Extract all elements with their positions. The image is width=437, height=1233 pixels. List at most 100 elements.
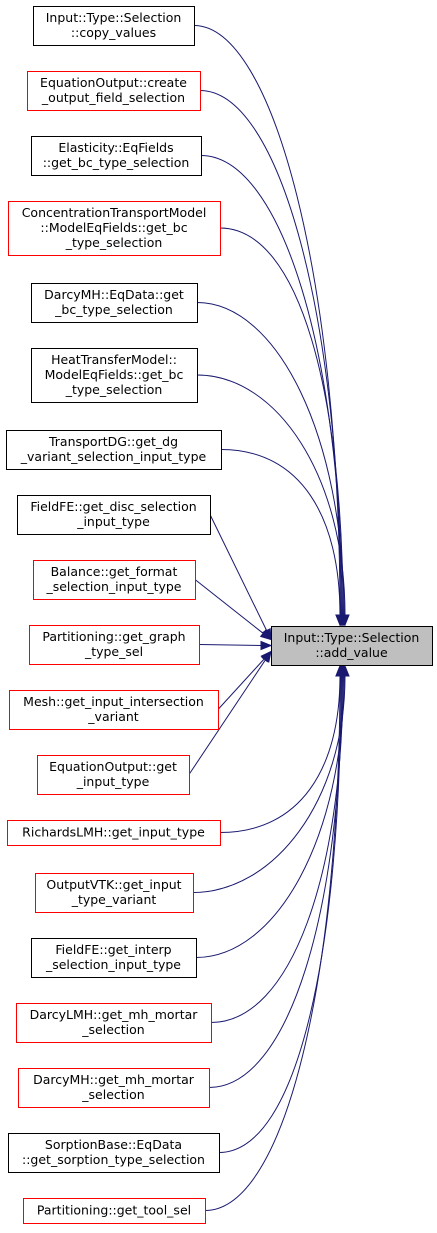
node-label-line: _selection_input_type (45, 579, 181, 594)
node-outputvtk-get-input-type-variant[interactable]: OutputVTK::get_input_type_variant (35, 873, 194, 913)
arrowhead (261, 650, 272, 663)
node-box (9, 690, 219, 730)
node-darcymh-get-mh-mortar-selection[interactable]: DarcyMH::get_mh_mortar_selection (18, 1068, 210, 1108)
arrowhead (335, 614, 345, 627)
node-box (18, 1068, 210, 1108)
node-label-line: _type_sel (84, 644, 143, 659)
node-label-line: ::add_value (315, 645, 388, 660)
node-label-line: _selection_input_type (45, 957, 181, 972)
node-label-line: _output_field_selection (41, 90, 185, 105)
node-fieldfe-get-interp-selection[interactable]: FieldFE::get_interp_selection_input_type (31, 938, 197, 978)
node-label-line: ::ModelEqFields::get_bc (40, 220, 187, 235)
node-label-line: RichardsLMH::get_input_type (22, 825, 205, 840)
node-label-line: Partitioning::get_tool_sel (37, 1203, 191, 1218)
node-copy-values[interactable]: Input::Type::Selection::copy_values (33, 6, 195, 46)
node-label-line: _selection (81, 1022, 144, 1037)
node-label-line: _variant (87, 709, 139, 724)
edge-mesh-get-input-intersection-variant (217, 658, 265, 710)
node-label-line: _bc_type_selection (54, 302, 173, 317)
node-label-line: ::copy_values (71, 25, 156, 40)
node-label-line: FieldFE::get_disc_selection (30, 499, 196, 514)
node-label-line: DarcyLMH::get_mh_mortar (30, 1007, 199, 1022)
node-box (33, 560, 196, 600)
node-label-line: _variant_selection_input_type (20, 449, 207, 464)
node-box (23, 1198, 206, 1224)
node-transportdg-get-dg-variant[interactable]: TransportDG::get_dg_variant_selection_in… (6, 430, 222, 470)
node-label-line: _input_type (76, 774, 150, 789)
node-darcymh-get-bc-type-selection[interactable]: DarcyMH::EqData::get_bc_type_selection (31, 283, 198, 323)
edge-partitioning-get-tool-sel (204, 675, 341, 1211)
arrowhead (335, 664, 345, 677)
node-box (27, 71, 201, 111)
node-partitioning-get-graph-type-sel[interactable]: Partitioning::get_graph_type_sel (29, 625, 200, 665)
node-box (271, 626, 433, 666)
node-label-line: ::get_sorption_type_selection (22, 1152, 205, 1167)
node-richardslmh-get-input-type[interactable]: RichardsLMH::get_input_type (7, 820, 221, 846)
node-box (8, 201, 221, 256)
node-label-line: Mesh::get_input_intersection (23, 694, 204, 709)
node-target[interactable]: Input::Type::Selection::add_value (271, 626, 433, 666)
node-create-output-field-selection[interactable]: EquationOutput::create_output_field_sele… (27, 71, 201, 111)
node-box (31, 283, 198, 323)
node-box (7, 820, 221, 846)
node-fieldfe-get-disc-selection[interactable]: FieldFE::get_disc_selection_input_type (17, 495, 211, 535)
node-label-line: _type_variant (71, 892, 157, 907)
node-label-line: _selection (81, 1087, 144, 1102)
node-equationoutput-get-input-type[interactable]: EquationOutput::get_input_type (37, 755, 190, 795)
node-label-line: DarcyMH::get_mh_mortar (33, 1072, 195, 1087)
node-label-line: FieldFE::get_interp (55, 942, 171, 957)
node-label-line: TransportDG::get_dg (48, 434, 178, 449)
node-box (37, 755, 190, 795)
node-partitioning-get-tool-sel[interactable]: Partitioning::get_tool_sel (23, 1198, 206, 1224)
node-heattransfer-get-bc-type-selection[interactable]: HeatTransferModel::ModelEqFields::get_bc… (31, 348, 198, 403)
node-label-line: Elasticity::EqFields (58, 140, 173, 155)
node-box (17, 495, 211, 535)
edge-equationoutput-get-input-type (188, 659, 266, 775)
edge-transportdg-get-dg-variant (220, 449, 341, 616)
node-label-line: Balance::get_format (51, 564, 178, 579)
node-box (31, 348, 198, 403)
graph-nodes: Input::Type::Selection::add_valueInput::… (6, 6, 433, 1224)
node-label-line: _input_type (76, 514, 150, 529)
node-sorption-get-sorption-type-selection[interactable]: SorptionBase::EqData::get_sorption_type_… (8, 1133, 220, 1173)
edge-concentration-get-bc-type-selection (219, 227, 344, 616)
node-label-line: OutputVTK::get_input (46, 877, 181, 892)
node-label-line: EquationOutput::get (49, 759, 177, 774)
edge-darcylmh-get-mh-mortar-selection (210, 675, 344, 1023)
node-darcylmh-get-mh-mortar-selection[interactable]: DarcyLMH::get_mh_mortar_selection (16, 1003, 212, 1043)
node-mesh-get-input-intersection-variant[interactable]: Mesh::get_input_intersection_variant (9, 690, 219, 730)
node-box (6, 430, 222, 470)
edge-partitioning-get-graph-type-sel (198, 644, 262, 646)
node-box (8, 1133, 220, 1173)
node-label-line: ModelEqFields::get_bc (45, 367, 184, 382)
edge-darcymh-get-bc-type-selection (196, 302, 345, 616)
edge-elasticity-get-bc-type-selection (200, 155, 343, 616)
node-box (33, 6, 195, 46)
node-box (35, 873, 194, 913)
edge-heattransfer-get-bc-type-selection (196, 374, 346, 616)
edge-fieldfe-get-disc-selection (209, 514, 268, 631)
node-label-line: EquationOutput::create (40, 75, 187, 90)
edge-richardslmh-get-input-type (219, 675, 341, 833)
node-label-line: ConcentrationTransportModel (22, 205, 207, 220)
arrowhead (260, 640, 273, 651)
node-box (31, 938, 197, 978)
call-edges (188, 25, 350, 1211)
edge-balance-get-format-selection (194, 579, 264, 634)
node-balance-get-format-selection[interactable]: Balance::get_format_selection_input_type (33, 560, 196, 600)
node-label-line: Input::Type::Selection (284, 630, 420, 645)
edge-darcymh-get-mh-mortar-selection (208, 675, 343, 1088)
node-elasticity-get-bc-type-selection[interactable]: Elasticity::EqFields::get_bc_type_select… (31, 136, 202, 176)
node-label-line: SorptionBase::EqData (45, 1137, 182, 1152)
edge-sorption-get-sorption-type-selection (218, 675, 342, 1153)
node-concentration-get-bc-type-selection[interactable]: ConcentrationTransportModel::ModelEqFiel… (8, 201, 221, 256)
node-box (29, 625, 200, 665)
node-label-line: _type_selection (65, 382, 163, 397)
node-box (16, 1003, 212, 1043)
node-label-line: Partitioning::get_graph (42, 629, 185, 644)
node-label-line: Input::Type::Selection (46, 10, 182, 25)
node-label-line: _type_selection (65, 235, 163, 250)
node-label-line: HeatTransferModel:: (51, 352, 177, 367)
arrowhead (259, 629, 273, 641)
